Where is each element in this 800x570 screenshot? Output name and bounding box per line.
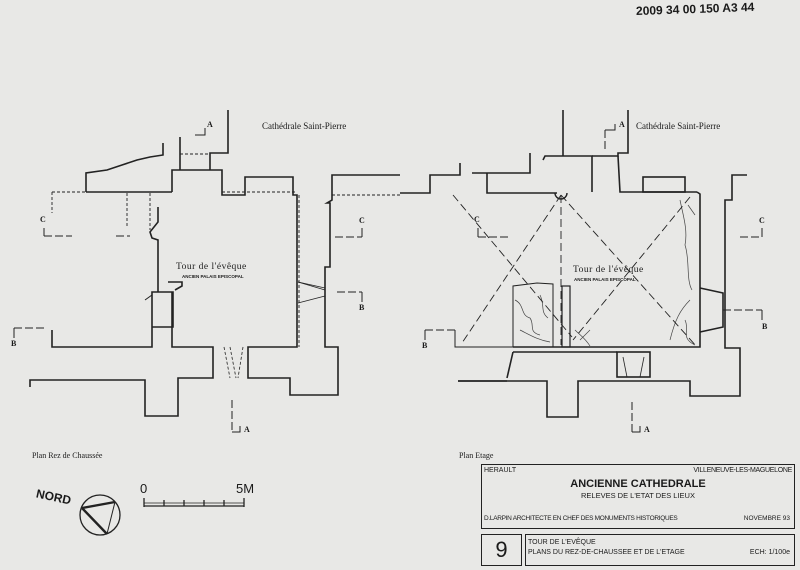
section-mark-a: A [207, 120, 213, 129]
section-mark-c: C [40, 215, 46, 224]
cathedral-label: Cathédrale Saint-Pierre [262, 121, 347, 131]
scale-start-label: 0 [140, 481, 148, 496]
drawing-subtitle: RELEVES DE L'ETAT DES LIEUX [581, 491, 695, 500]
plan-title: Plan Etage [459, 451, 494, 460]
section-mark-c: C [359, 216, 365, 225]
tower-sublabel: ANCIEN PALAIS EPISCOPAL [574, 277, 636, 282]
tower-label: Tour de l'évêque [176, 262, 247, 272]
section-mark-b: B [11, 339, 17, 348]
tower-sublabel: ANCIEN PALAIS EPISCOPAL [182, 274, 244, 279]
ground-floor-plan [13, 110, 400, 433]
drawing-title: ANCIENNE CATHEDRALE [570, 478, 706, 490]
section-mark-b: B [762, 322, 768, 331]
sheet-title-2: PLANS DU REZ-DE-CHAUSSEE ET DE L'ETAGE [528, 549, 685, 556]
section-mark-c: C [759, 216, 765, 225]
sheet-number: 9 [495, 537, 508, 562]
sheet-title-1: TOUR DE L'EVÊQUE [528, 539, 596, 546]
section-mark-b: B [422, 341, 428, 350]
section-mark-b: B [359, 303, 365, 312]
plan-title: Plan Rez de Chaussée [32, 451, 103, 460]
section-mark-a: A [644, 425, 650, 434]
cathedral-label: Cathédrale Saint-Pierre [636, 121, 721, 131]
section-mark-a: A [619, 120, 625, 129]
scale-text: ECH: 1/100e [749, 549, 790, 556]
tower-label: Tour de l'évêque [573, 265, 644, 275]
scale-bar [143, 498, 245, 507]
sheet-number-box: 9 [481, 534, 522, 566]
architect: D.LARPIN ARCHITECTE EN CHEF DES MONUMENT… [484, 515, 678, 522]
first-floor-plan [400, 110, 763, 433]
sheet-title-box: TOUR DE L'EVÊQUE PLANS DU REZ-DE-CHAUSSE… [525, 534, 795, 566]
north-arrow-icon [79, 494, 121, 536]
section-mark-a: A [244, 425, 250, 434]
section-mark-c: C [474, 215, 480, 224]
department: HERAULT [484, 467, 517, 474]
scale-end-label: 5M [236, 481, 255, 496]
date: NOVEMBRE 93 [743, 515, 790, 522]
title-block: HERAULT VILLENEUVE-LES-MAGUELONE ANCIENN… [481, 464, 795, 529]
town: VILLENEUVE-LES-MAGUELONE [693, 467, 792, 474]
